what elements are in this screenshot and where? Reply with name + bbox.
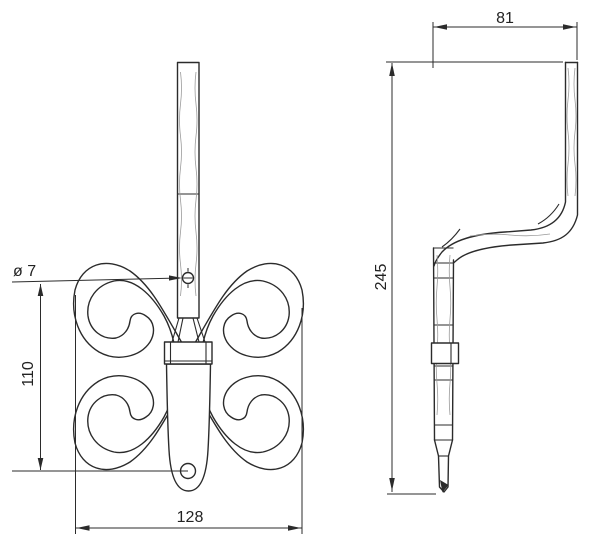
top-screw-hole — [181, 268, 195, 288]
dim-label-side-height: 245 — [373, 264, 390, 291]
dim-label-front-height: 110 — [20, 361, 37, 387]
collar-band — [163, 341, 213, 365]
wing-lower-right — [194, 375, 305, 471]
collar-side — [430, 342, 460, 365]
dim-label-hole-diameter: ø 7 — [13, 263, 36, 280]
side-stem — [430, 247, 460, 493]
front-stem — [171, 61, 206, 343]
teardrop-leaf — [165, 363, 212, 492]
dim-side-height: 245 — [373, 61, 563, 495]
bent-tip — [440, 480, 449, 493]
dim-hole-diameter: ø 7 — [11, 263, 182, 283]
side-view — [430, 61, 579, 493]
front-view — [72, 61, 305, 492]
dim-label-side-depth: 81 — [496, 10, 514, 27]
wing-lower-left — [72, 375, 183, 471]
dim-front-height: 110 — [12, 284, 188, 472]
dim-label-front-width: 128 — [177, 509, 204, 526]
hook-arm — [433, 61, 579, 267]
dim-front-width: 128 — [75, 295, 303, 534]
dim-side-depth: 81 — [432, 10, 578, 68]
dimension-annotations: ø 7 110 128 81 — [11, 10, 578, 534]
